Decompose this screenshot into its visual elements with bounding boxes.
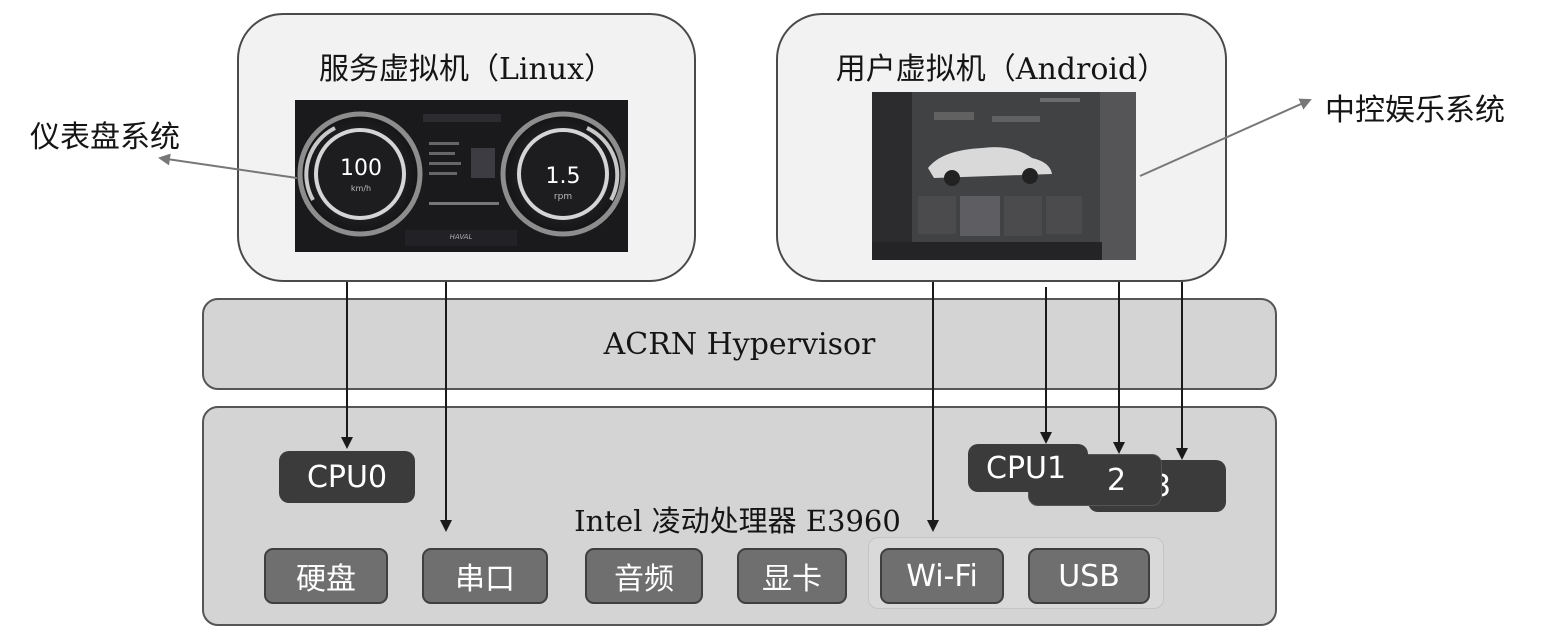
device-wifi: Wi-Fi — [880, 548, 1004, 604]
cpu0-chip: CPU0 — [279, 451, 415, 503]
infotainment-screen-image — [872, 92, 1136, 260]
cluster-callout-label: 仪表盘系统 — [30, 120, 180, 155]
infotainment-callout-label: 中控娱乐系统 — [1325, 93, 1505, 128]
cpu1-chip: CPU1 — [968, 444, 1088, 492]
device-hard-disk: 硬盘 — [264, 548, 388, 604]
hypervisor-label: ACRN Hypervisor — [603, 327, 876, 362]
cpu1-label: CPU1 — [986, 450, 1067, 486]
device-serial-port: 串口 — [422, 548, 548, 604]
processor-label: Intel 凌动处理器 E3960 — [574, 504, 901, 538]
device-usb: USB — [1028, 548, 1150, 604]
rpm-value: 1.5 — [545, 164, 581, 189]
speed-value: 100 — [340, 156, 382, 181]
rpm-unit: rpm — [553, 192, 573, 202]
hypervisor-band — [202, 298, 1277, 390]
cpu2-label: 2 — [1107, 462, 1127, 498]
cluster-screen-image: 100 km/h 1.5 rpm HAVAL — [295, 100, 628, 252]
speed-unit: km/h — [350, 184, 372, 193]
brand-logo: HAVAL — [449, 233, 473, 241]
device-audio: 音频 — [585, 548, 703, 604]
service-vm-title: 服务虚拟机（Linux） — [318, 52, 615, 87]
user-vm-title: 用户虚拟机（Android） — [835, 52, 1168, 87]
device-graphics-card: 显卡 — [737, 548, 847, 604]
